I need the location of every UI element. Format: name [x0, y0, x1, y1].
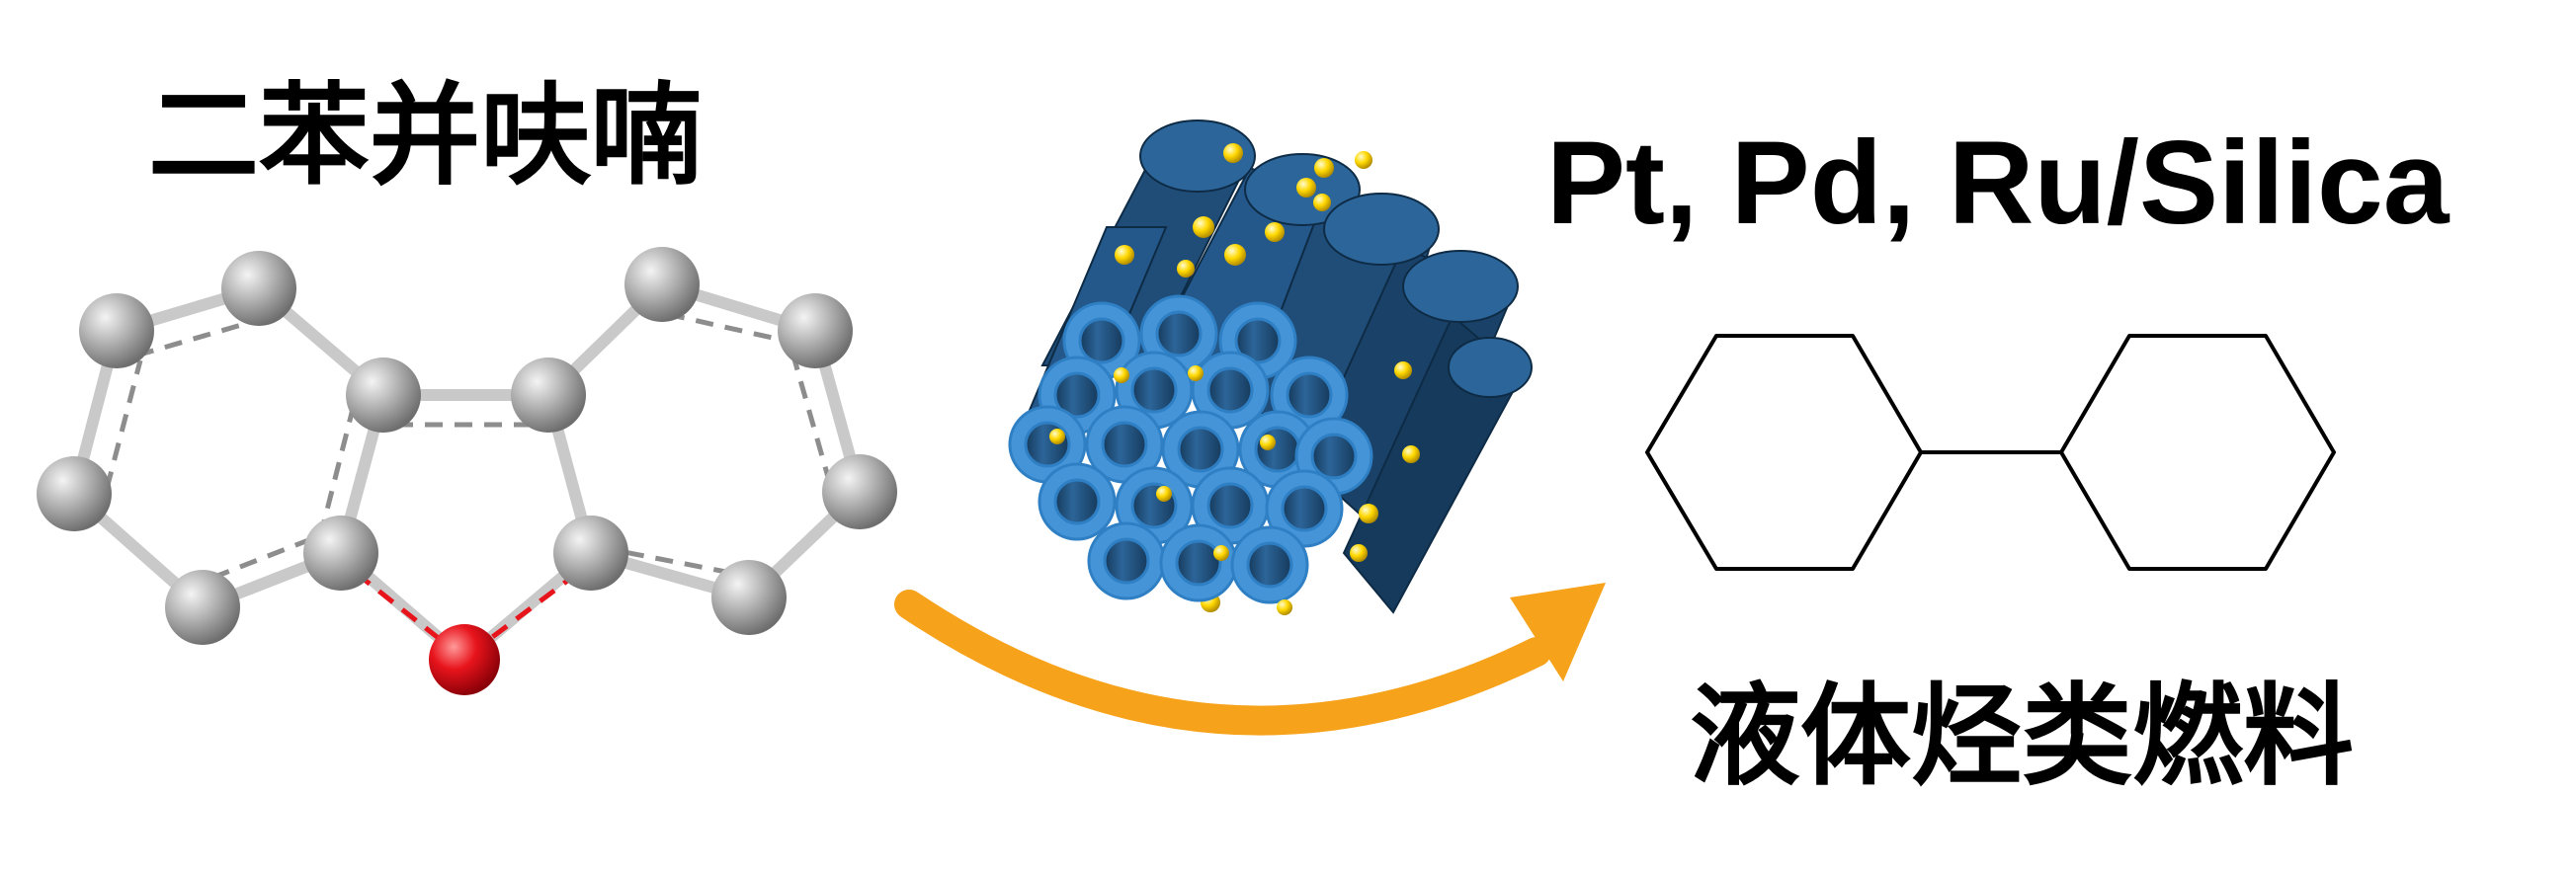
metal-nanoparticle	[1049, 429, 1065, 444]
metal-nanoparticle	[1402, 445, 1420, 463]
metal-nanoparticle	[1359, 504, 1378, 523]
oxygen-atom	[429, 624, 500, 695]
metal-nanoparticle	[1188, 365, 1204, 381]
carbon-atom	[37, 456, 112, 531]
dibenzofuran-molecule-icon	[37, 247, 897, 695]
reaction-arrow-icon	[894, 583, 1606, 736]
arrow-shaft	[894, 590, 1551, 736]
arrow-head	[1510, 583, 1606, 681]
carbon-atom	[711, 560, 787, 635]
metal-nanoparticle	[1114, 367, 1129, 383]
carbon-atom	[822, 454, 897, 529]
metal-nanoparticle	[1277, 599, 1292, 615]
carbon-atom	[624, 247, 700, 322]
cyclohexane-ring-right	[2059, 334, 2336, 571]
metal-nanoparticle	[1314, 158, 1334, 178]
reactant-label: 二苯并呋喃	[148, 72, 702, 200]
product-label: 液体烃类燃料	[1690, 673, 2354, 801]
metal-nanoparticle	[1223, 143, 1243, 163]
metal-nanoparticle	[1156, 486, 1172, 502]
metal-nanoparticle	[1193, 216, 1214, 238]
carbon-atom	[778, 293, 853, 368]
metal-nanoparticle	[1394, 361, 1412, 379]
metal-nanoparticle	[1313, 194, 1331, 211]
carbon-atom	[221, 251, 296, 326]
pore-row	[1038, 462, 1344, 548]
carbon-atom	[79, 293, 154, 368]
pt-particles-front	[1049, 365, 1292, 615]
carbon-atoms	[37, 247, 897, 645]
metal-nanoparticle	[1260, 435, 1276, 450]
metal-nanoparticle	[1177, 260, 1195, 278]
carbon-atom	[165, 570, 240, 645]
metal-nanoparticle	[1355, 151, 1372, 169]
metal-nanoparticle	[1350, 544, 1368, 562]
metal-nanoparticle	[1296, 178, 1316, 198]
bicyclohexyl-structure-icon	[1645, 334, 2336, 571]
metal-nanoparticle	[1224, 244, 1246, 266]
carbon-atom	[346, 358, 421, 433]
catalyst-label: Pt, Pd, Ru/Silica	[1546, 117, 2450, 249]
carbon-atom	[303, 516, 378, 591]
tube-top-caps	[1139, 119, 1533, 398]
pore-row	[1008, 405, 1373, 496]
carbon-atom	[553, 516, 628, 591]
pore-row	[1087, 521, 1309, 604]
metal-nanoparticle	[1213, 545, 1229, 561]
metal-nanoparticle	[1115, 245, 1134, 265]
tube-front-pores	[1008, 294, 1373, 604]
metal-nanoparticle	[1265, 222, 1285, 242]
silica-tube-bundle-icon	[1008, 119, 1533, 615]
carbon-atom	[511, 358, 586, 433]
cyclohexane-ring-left	[1645, 334, 1923, 571]
